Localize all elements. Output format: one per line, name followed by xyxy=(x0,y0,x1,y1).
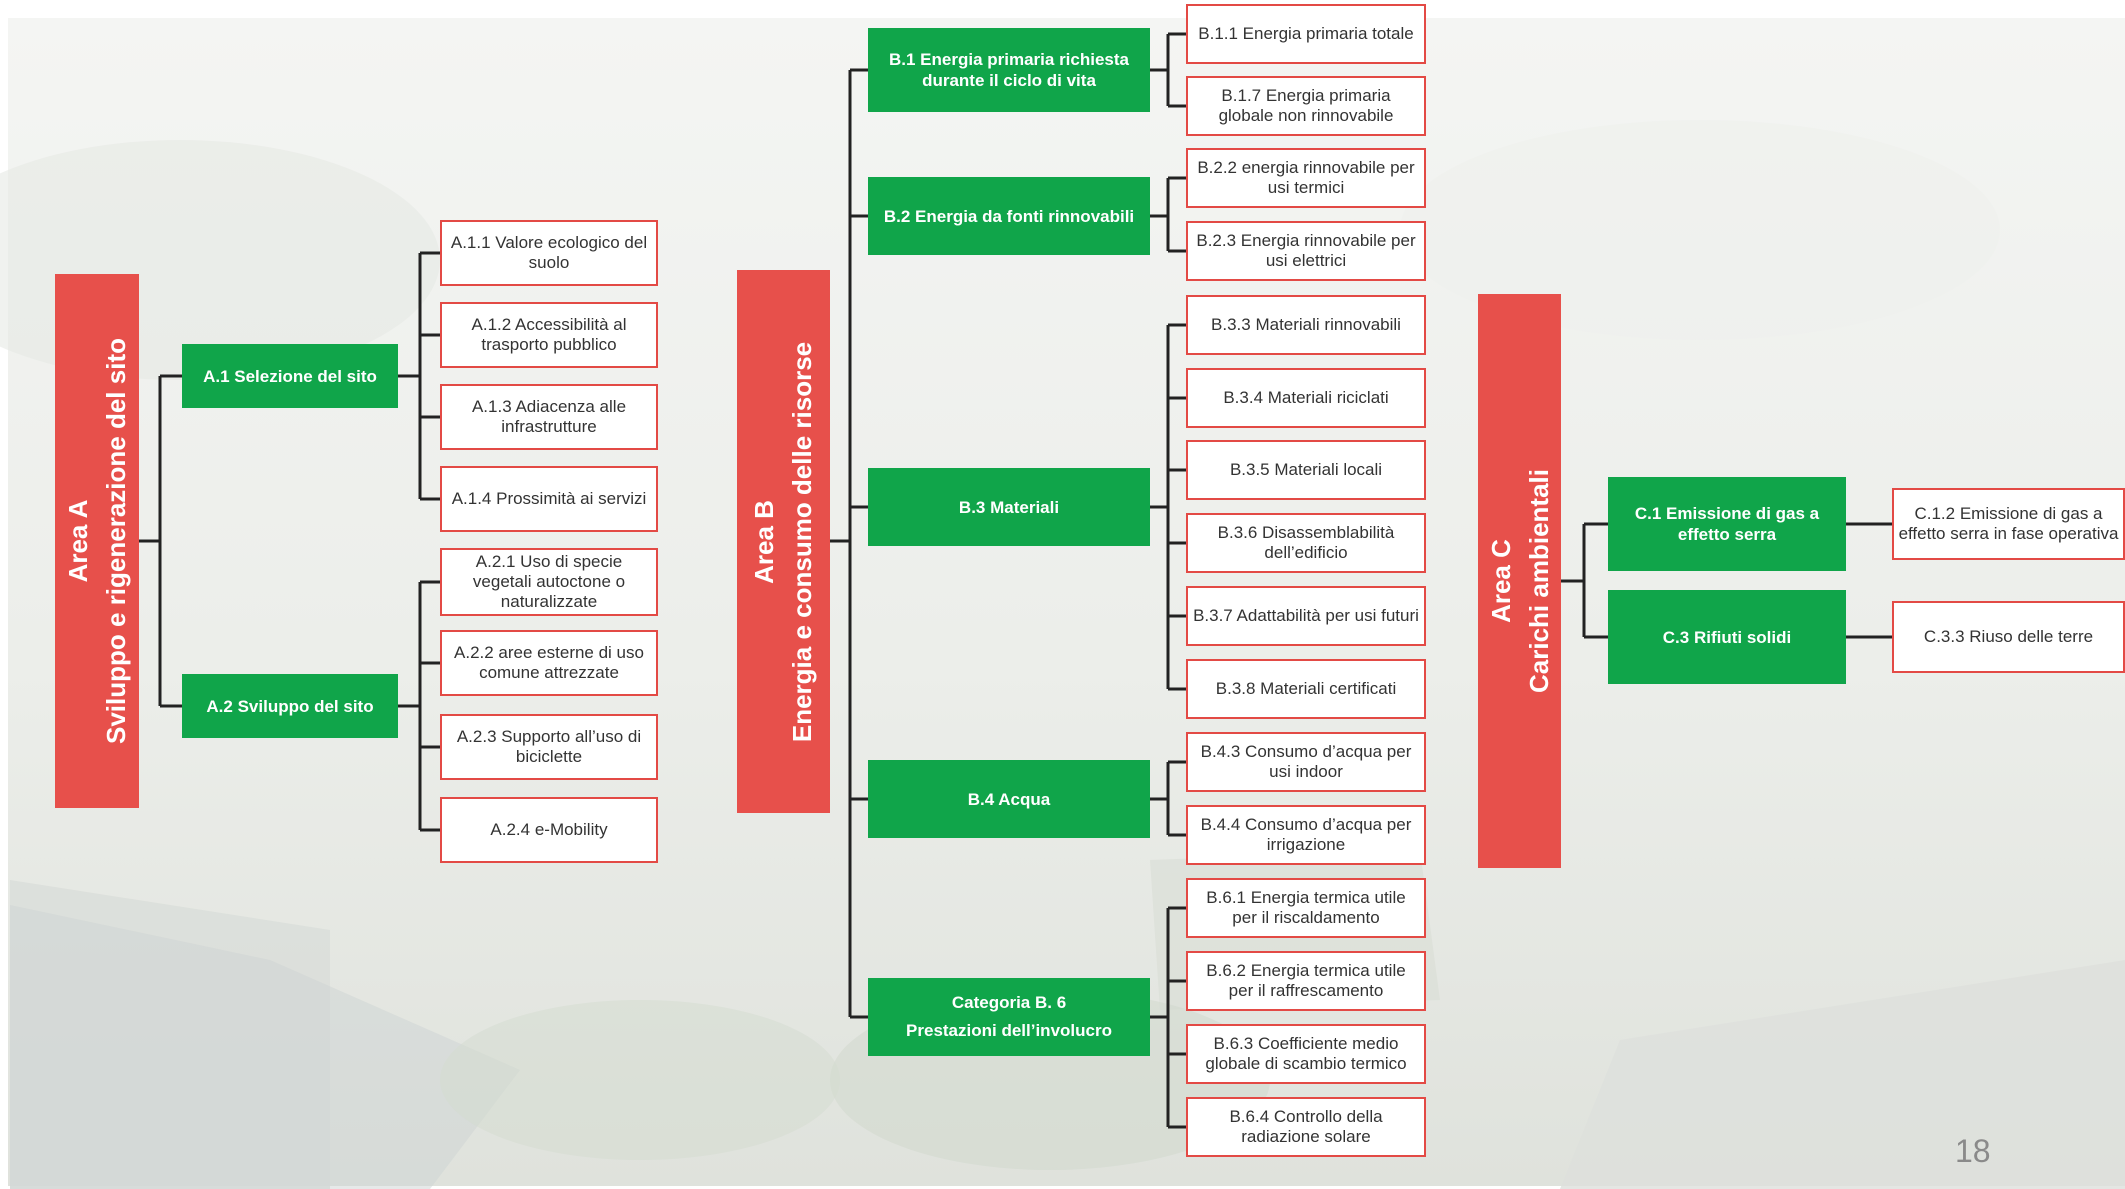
indicator-a2-1: A.2.1 Uso di specie vegetali autoctone o… xyxy=(440,548,658,616)
indicator-a2-2: A.2.2 aree esterne di uso comune attrezz… xyxy=(440,630,658,696)
indicator-label: A.2.4 e-Mobility xyxy=(490,820,608,839)
category-a1: A.1 Selezione del sito xyxy=(182,344,398,408)
indicator-label: A.1.4 Prossimità ai servizi xyxy=(451,489,647,508)
indicator-b6-1: B.6.1 Energia termica utile per il risca… xyxy=(1186,878,1426,938)
indicator-label: B.1.1 Energia primaria totale xyxy=(1198,24,1414,43)
indicator-label: B.6.4 Controllo della radiazione solare xyxy=(1229,1107,1383,1146)
area-b-subtitle: Energia e consumo delle risorse xyxy=(787,341,818,742)
area-c-title: Area C xyxy=(1485,539,1516,623)
indicator-label: B.6.3 Coefficiente medio globale di scam… xyxy=(1205,1034,1407,1073)
category-c3-label: C.3 Rifiuti solidi xyxy=(1662,627,1792,647)
indicator-label: A.1.1 Valore ecologico del suolo xyxy=(450,233,648,272)
category-b6-label-line1: Categoria B. 6 xyxy=(951,993,1067,1012)
indicator-label: B.6.1 Energia termica utile per il risca… xyxy=(1206,888,1406,927)
indicator-a1-4: A.1.4 Prossimità ai servizi xyxy=(440,466,658,532)
area-c-subtitle: Carichi ambientali xyxy=(1523,469,1554,693)
indicator-label: B.3.7 Adattabilità per usi futuri xyxy=(1193,606,1419,625)
page-number: 18 xyxy=(1955,1133,1991,1169)
indicator-label: C.3.3 Riuso delle terre xyxy=(1923,627,2094,646)
indicator-label: B.3.5 Materiali locali xyxy=(1229,460,1383,479)
indicator-a1-2: A.1.2 Accessibilità al trasporto pubblic… xyxy=(440,302,658,368)
category-b4-label: B.4 Acqua xyxy=(967,789,1051,809)
indicator-c3-3: C.3.3 Riuso delle terre xyxy=(1892,601,2125,673)
category-b2: B.2 Energia da fonti rinnovabili xyxy=(868,177,1150,255)
indicator-b2-2: B.2.2 energia rinnovabile per usi termic… xyxy=(1186,148,1426,208)
indicator-c1-2: C.1.2 Emissione di gas a effetto serra i… xyxy=(1892,488,2125,560)
indicator-b1-7: B.1.7 Energia primaria globale non rinno… xyxy=(1186,76,1426,136)
category-b1: B.1 Energia primaria richiesta durante i… xyxy=(868,28,1150,112)
indicator-label: B.2.3 Energia rinnovabile per usi elettr… xyxy=(1196,231,1416,270)
indicator-label: B.3.6 Disassemblabilità dell’edificio xyxy=(1217,523,1395,562)
category-c1: C.1 Emissione di gas a effetto serra xyxy=(1608,477,1846,571)
category-c1-label: C.1 Emissione di gas a effetto serra xyxy=(1634,504,1820,544)
category-b3-label: B.3 Materiali xyxy=(958,497,1060,517)
indicator-label: B.3.3 Materiali rinnovabili xyxy=(1211,315,1401,334)
indicator-b1-1: B.1.1 Energia primaria totale xyxy=(1186,4,1426,64)
area-a-title: Area A xyxy=(63,499,94,583)
indicator-label: A.1.3 Adiacenza alle infrastrutture xyxy=(471,397,627,436)
indicator-b3-5: B.3.5 Materiali locali xyxy=(1186,440,1426,500)
indicator-b3-7: B.3.7 Adattabilità per usi futuri xyxy=(1186,586,1426,646)
indicator-label: B.6.2 Energia termica utile per il raffr… xyxy=(1206,961,1406,1000)
indicator-b6-2: B.6.2 Energia termica utile per il raffr… xyxy=(1186,951,1426,1011)
indicator-a2-3: A.2.3 Supporto all’uso di biciclette xyxy=(440,714,658,780)
area-b-title: Area B xyxy=(749,499,780,584)
indicator-b3-6: B.3.6 Disassemblabilità dell’edificio xyxy=(1186,513,1426,573)
category-b2-label: B.2 Energia da fonti rinnovabili xyxy=(883,206,1135,226)
indicator-b6-4: B.6.4 Controllo della radiazione solare xyxy=(1186,1097,1426,1157)
area-a-subtitle: Sviluppo e rigenerazione del sito xyxy=(101,338,132,744)
indicator-a1-1: A.1.1 Valore ecologico del suolo xyxy=(440,220,658,286)
indicator-label: B.1.7 Energia primaria globale non rinno… xyxy=(1218,86,1394,125)
category-b1-label: B.1 Energia primaria richiesta durante i… xyxy=(889,50,1129,90)
indicator-label: C.1.2 Emissione di gas a effetto serra i… xyxy=(1898,504,2119,543)
indicator-label: B.4.3 Consumo d’acqua per usi indoor xyxy=(1200,742,1412,781)
indicator-b4-3: B.4.3 Consumo d’acqua per usi indoor xyxy=(1186,732,1426,792)
indicator-b3-3: B.3.3 Materiali rinnovabili xyxy=(1186,295,1426,355)
indicator-a2-4: A.2.4 e-Mobility xyxy=(440,797,658,863)
indicator-label: B.3.4 Materiali riciclati xyxy=(1223,388,1389,407)
indicator-label: B.2.2 energia rinnovabile per usi termic… xyxy=(1197,158,1415,197)
indicator-b3-4: B.3.4 Materiali riciclati xyxy=(1186,368,1426,428)
indicator-label: B.4.4 Consumo d’acqua per irrigazione xyxy=(1200,815,1412,854)
indicator-label: A.2.2 aree esterne di uso comune attrezz… xyxy=(454,643,644,682)
category-b4: B.4 Acqua xyxy=(868,760,1150,838)
indicator-b2-3: B.2.3 Energia rinnovabile per usi elettr… xyxy=(1186,221,1426,281)
indicator-b3-8: B.3.8 Materiali certificati xyxy=(1186,659,1426,719)
indicator-a1-3: A.1.3 Adiacenza alle infrastrutture xyxy=(440,384,658,450)
category-c3: C.3 Rifiuti solidi xyxy=(1608,590,1846,684)
indicator-b4-4: B.4.4 Consumo d’acqua per irrigazione xyxy=(1186,805,1426,865)
indicator-label: A.1.2 Accessibilità al trasporto pubblic… xyxy=(471,315,627,354)
category-b6-label-line2: Prestazioni dell’involucro xyxy=(906,1021,1112,1040)
category-b3: B.3 Materiali xyxy=(868,468,1150,546)
indicator-b6-3: B.6.3 Coefficiente medio globale di scam… xyxy=(1186,1024,1426,1084)
category-a2: A.2 Sviluppo del sito xyxy=(182,674,398,738)
indicator-label: A.2.3 Supporto all’uso di biciclette xyxy=(456,727,642,766)
category-a2-label: A.2 Sviluppo del sito xyxy=(206,696,374,716)
indicator-label: A.2.1 Uso di specie vegetali autoctone o… xyxy=(472,552,626,611)
category-a1-label: A.1 Selezione del sito xyxy=(203,366,377,386)
category-b6: Categoria B. 6 Prestazioni dell’involucr… xyxy=(868,978,1150,1056)
indicator-label: B.3.8 Materiali certificati xyxy=(1215,679,1397,698)
